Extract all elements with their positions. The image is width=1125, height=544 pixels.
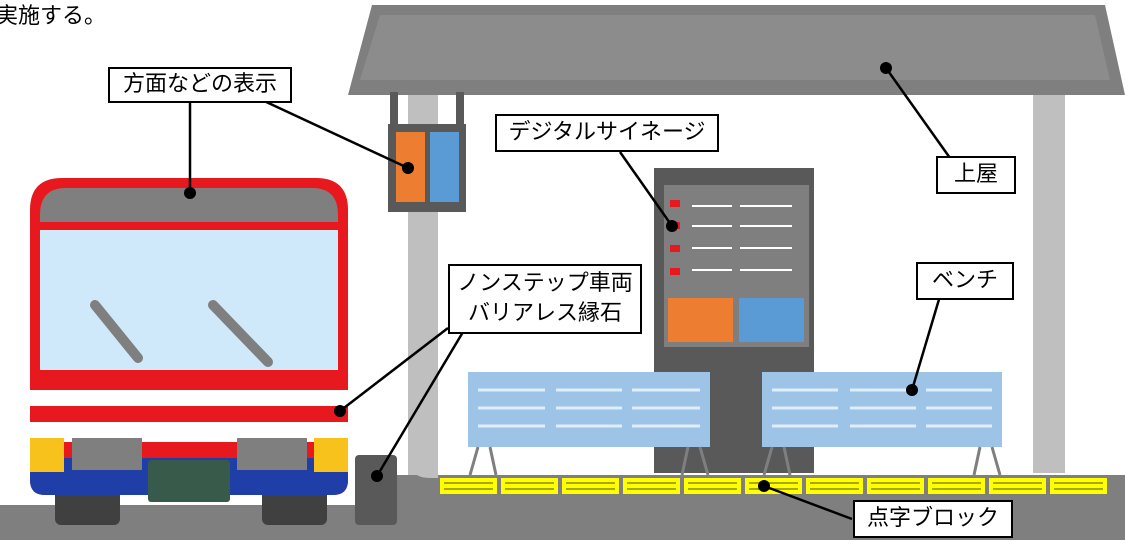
- leader-lines: [188, 67, 952, 521]
- tactile-paving-icon: [440, 478, 1107, 494]
- bus-icon: [30, 178, 348, 525]
- label-digital-signage: デジタルサイネージ: [495, 114, 719, 152]
- tactile-tile: [867, 478, 924, 494]
- tactile-tile: [623, 478, 680, 494]
- label-tactile-paving: 点字ブロック: [853, 500, 1013, 538]
- label-curb-line1: ノンステップ車両: [457, 271, 633, 296]
- tactile-tile: [1050, 478, 1107, 494]
- direction-sign-icon: [388, 92, 466, 212]
- tactile-tile: [745, 478, 802, 494]
- digital-signage-icon: [654, 168, 814, 473]
- label-bench: ベンチ: [916, 262, 1014, 300]
- leader-dots: [184, 62, 918, 492]
- tactile-tile: [806, 478, 863, 494]
- tactile-tile: [684, 478, 741, 494]
- bench-right-icon: [762, 372, 1002, 476]
- label-curb: ノンステップ車両 バリアレス縁石: [448, 264, 642, 334]
- header-text-fragment: 実施する。: [0, 4, 107, 29]
- label-roof: 上屋: [936, 156, 1016, 194]
- bench-left-icon: [468, 372, 710, 476]
- label-curb-line2: バリアレス縁石: [467, 301, 622, 326]
- label-direction-sign: 方面などの表示: [108, 67, 292, 103]
- tactile-tile: [562, 478, 619, 494]
- tactile-tile: [928, 478, 985, 494]
- tactile-tile: [501, 478, 558, 494]
- roof-shelter: [348, 5, 1125, 478]
- tactile-tile: [440, 478, 497, 494]
- tactile-tile: [989, 478, 1046, 494]
